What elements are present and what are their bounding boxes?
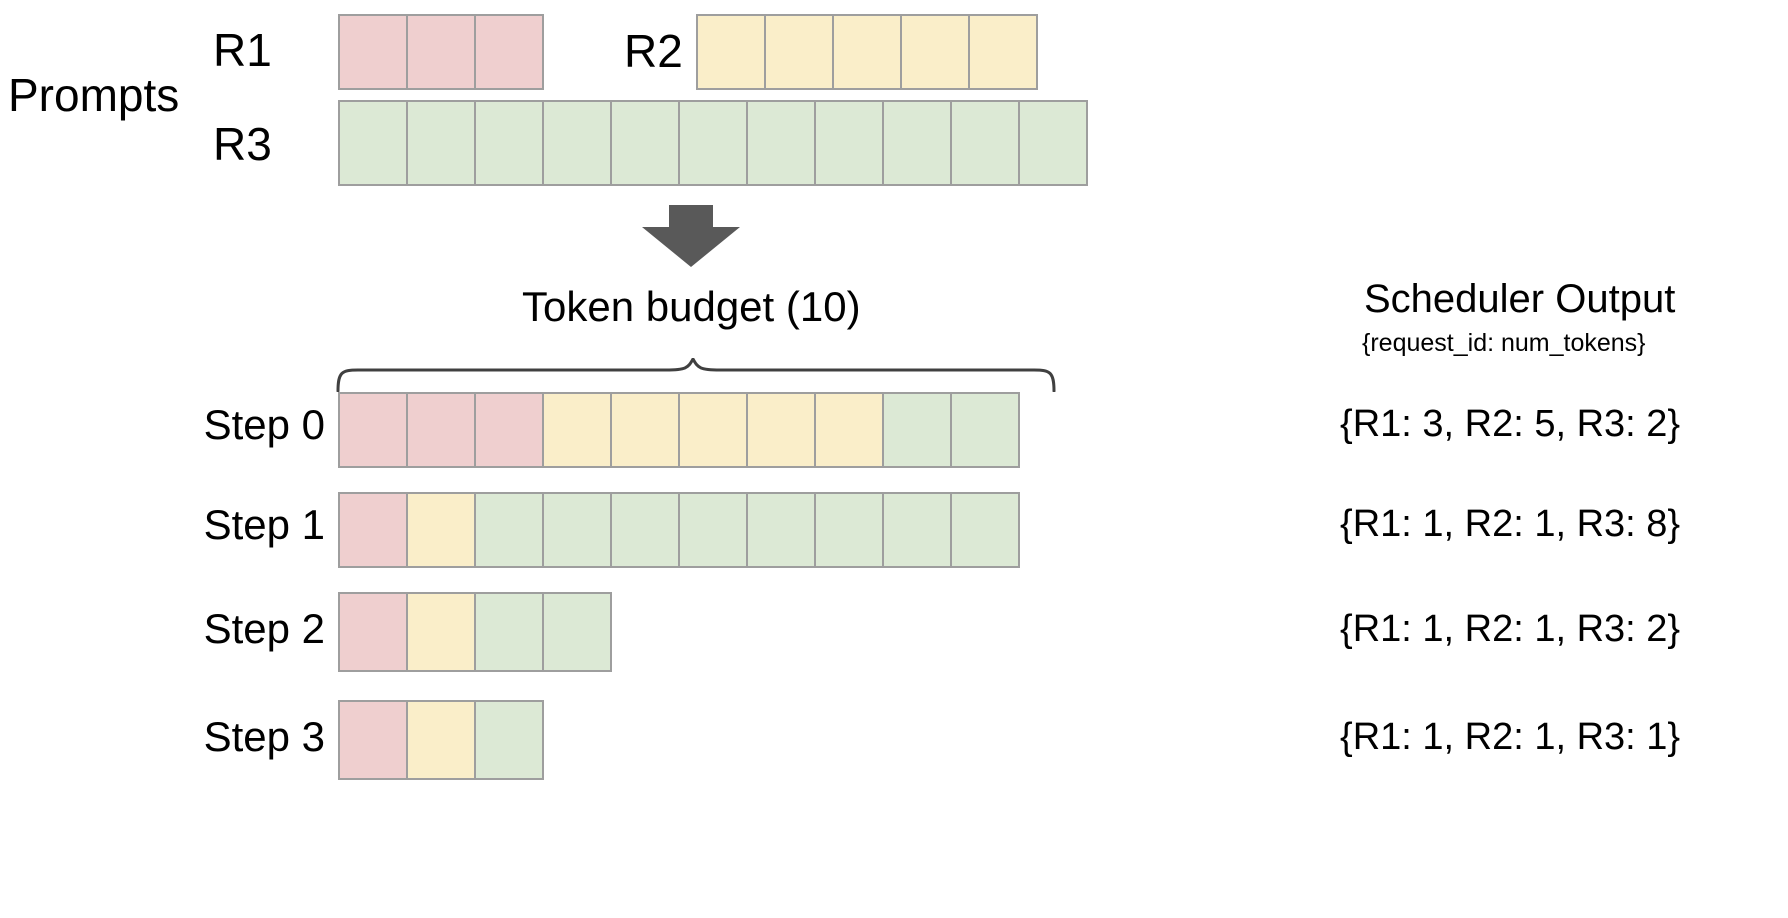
token-cell (766, 16, 832, 88)
token-cell (970, 16, 1036, 88)
token-cell (340, 102, 406, 184)
step-token-row-2 (338, 592, 612, 672)
prompts-section-label: Prompts (8, 69, 180, 121)
token-cell (544, 102, 610, 184)
token-cell (612, 102, 678, 184)
step-label-2: Step 2 (203, 605, 325, 652)
request-label-r2: R2 (624, 25, 683, 77)
scheduler-output-step-1: {R1: 1, R2: 1, R3: 8} (1340, 503, 1681, 545)
token-cell (816, 494, 882, 566)
step-token-row-1 (338, 492, 1020, 568)
token-cell (680, 394, 746, 466)
token-cell (408, 494, 474, 566)
token-cell (476, 16, 542, 88)
token-cell (340, 394, 406, 466)
token-cell (544, 394, 610, 466)
token-cell (476, 394, 542, 466)
token-cell (544, 494, 610, 566)
token-cell (340, 494, 406, 566)
token-cell (698, 16, 764, 88)
token-cell (748, 494, 814, 566)
scheduler-output-subtitle: {request_id: num_tokens} (1362, 329, 1646, 357)
token-cell (748, 394, 814, 466)
step-label-3: Step 3 (203, 713, 325, 760)
prompt-row-r1 (338, 14, 544, 90)
token-cell (884, 494, 950, 566)
prompt-row-r3 (338, 100, 1088, 186)
request-label-r1: R1 (213, 24, 272, 76)
token-cell (408, 594, 474, 670)
token-budget-label: Token budget (10) (522, 283, 861, 330)
token-cell (476, 702, 542, 778)
token-cell (680, 494, 746, 566)
token-cell (408, 102, 474, 184)
step-token-row-3 (338, 700, 544, 780)
token-cell (680, 102, 746, 184)
token-cell (952, 102, 1018, 184)
scheduler-output-step-2: {R1: 1, R2: 1, R3: 2} (1340, 608, 1681, 650)
scheduler-output-title: Scheduler Output (1364, 277, 1676, 321)
token-cell (340, 702, 406, 778)
token-cell (816, 394, 882, 466)
token-cell (544, 594, 610, 670)
request-label-r3: R3 (213, 118, 272, 170)
down-arrow-icon (636, 205, 746, 267)
token-cell (816, 102, 882, 184)
token-cell (952, 494, 1018, 566)
curly-brace-icon (336, 357, 1056, 393)
token-cell (476, 594, 542, 670)
step-label-1: Step 1 (203, 501, 325, 548)
token-cell (834, 16, 900, 88)
step-token-row-0 (338, 392, 1020, 468)
token-cell (902, 16, 968, 88)
token-cell (476, 494, 542, 566)
token-cell (408, 394, 474, 466)
token-cell (476, 102, 542, 184)
scheduler-output-step-0: {R1: 3, R2: 5, R3: 2} (1340, 403, 1681, 445)
token-cell (612, 394, 678, 466)
token-cell (748, 102, 814, 184)
token-cell (340, 594, 406, 670)
token-cell (408, 702, 474, 778)
token-cell (408, 16, 474, 88)
prompt-row-r2 (696, 14, 1038, 90)
token-cell (1020, 102, 1086, 184)
token-cell (612, 494, 678, 566)
token-cell (884, 102, 950, 184)
token-cell (340, 16, 406, 88)
step-label-0: Step 0 (203, 401, 325, 448)
scheduler-output-step-3: {R1: 1, R2: 1, R3: 1} (1340, 716, 1681, 758)
token-cell (884, 394, 950, 466)
token-cell (952, 394, 1018, 466)
